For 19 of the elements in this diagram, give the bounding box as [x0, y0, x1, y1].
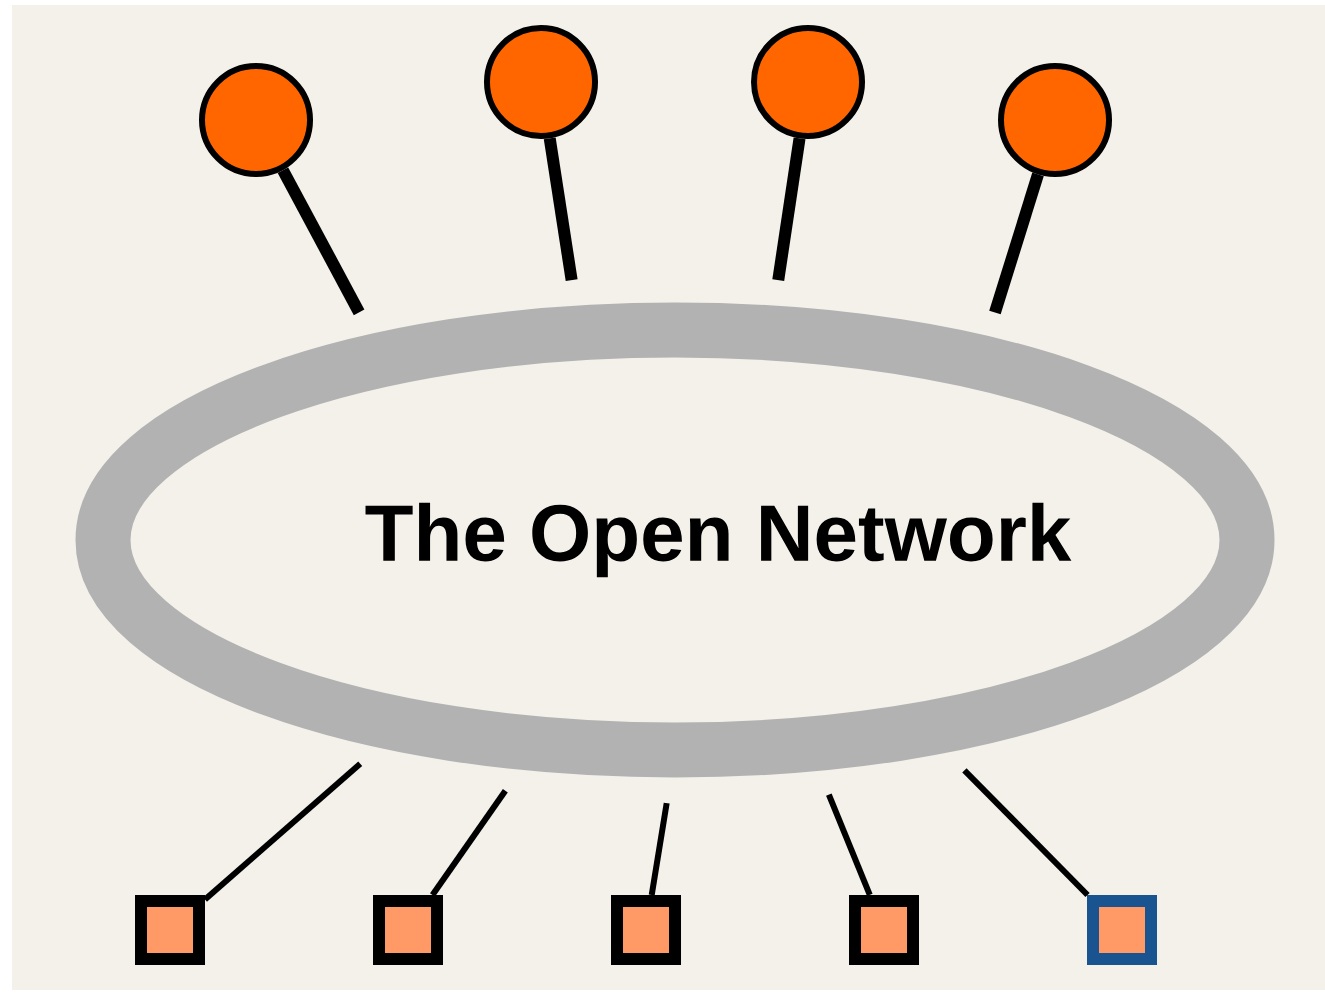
- connector-line: [962, 768, 1090, 898]
- circle-node: [484, 25, 598, 139]
- circle-node: [751, 25, 865, 139]
- connector-line: [989, 172, 1044, 315]
- network-ring: The Open Network: [75, 302, 1275, 778]
- circle-node: [199, 63, 313, 177]
- connector-line: [277, 167, 365, 316]
- connector-line: [543, 137, 578, 281]
- circle-node: [998, 63, 1112, 177]
- square-node: [849, 895, 919, 965]
- square-node: [373, 895, 443, 965]
- connector-line: [203, 761, 363, 902]
- square-node: [1087, 895, 1157, 965]
- connector-line: [430, 789, 508, 897]
- connector-line: [772, 137, 806, 281]
- square-node: [135, 895, 205, 965]
- connector-line: [826, 793, 873, 897]
- connector-line: [648, 802, 670, 896]
- square-node: [611, 895, 681, 965]
